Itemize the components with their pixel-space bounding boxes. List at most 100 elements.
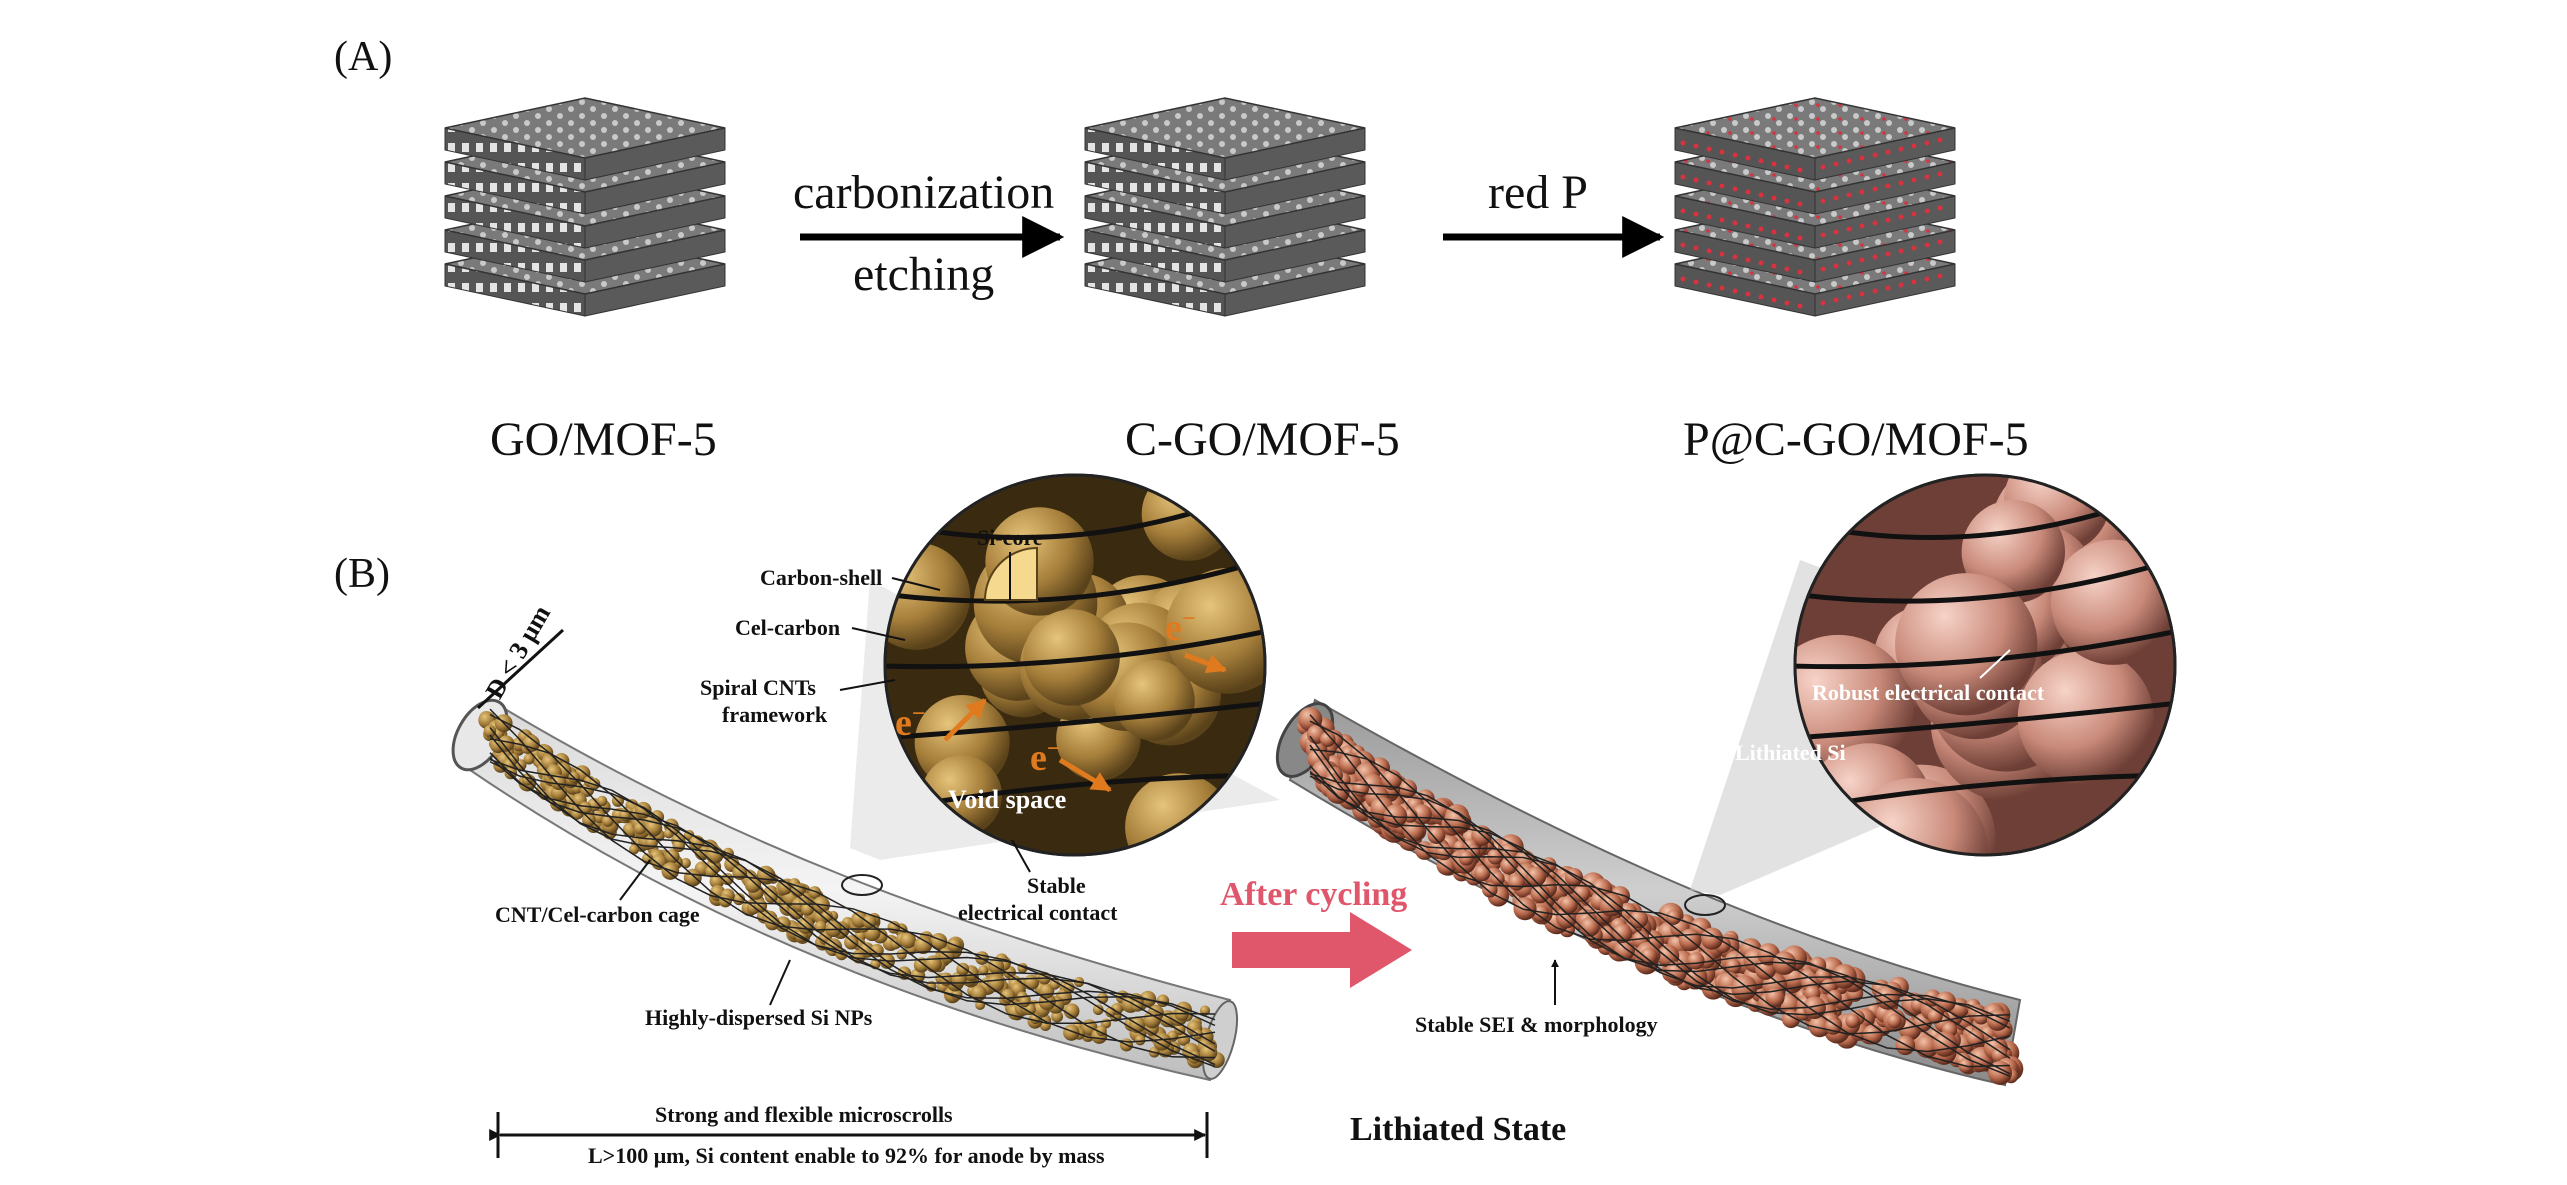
- step1-bottom-label: etching: [853, 248, 994, 301]
- si-particle: [808, 886, 822, 899]
- lithiated-state-label: Lithiated State: [1350, 1111, 1566, 1148]
- si-particle: [1474, 864, 1491, 882]
- si-particle: [970, 985, 987, 1002]
- carbon-shell-leader: [891, 577, 941, 591]
- stack-layer: [1084, 97, 1366, 181]
- si-particle: [896, 949, 907, 960]
- stack-layer: [444, 97, 726, 181]
- zoom-fiber: [885, 697, 1265, 743]
- cnt-fiber: [1309, 775, 2011, 1075]
- electron-label-2: e−: [895, 701, 926, 744]
- si-particle: [1498, 842, 1520, 864]
- robust-contact-leader: [1979, 649, 2011, 679]
- stack2-name: C-GO/MOF-5: [1125, 413, 1400, 466]
- si-particle: [1573, 884, 1591, 903]
- si-particle: [956, 962, 970, 976]
- electron-label-3: e−: [1030, 736, 1061, 779]
- dispersed-label: Highly-dispersed Si NPs: [645, 1005, 873, 1030]
- cage-leader: [619, 859, 651, 901]
- stack1-name: GO/MOF-5: [490, 413, 717, 466]
- si-particle: [1598, 925, 1616, 943]
- si-particle: [1580, 916, 1600, 937]
- si-particle: [986, 974, 1005, 993]
- si-particle: [1019, 996, 1031, 1008]
- si-particle: [744, 876, 762, 893]
- si-particle: [1000, 988, 1016, 1004]
- after-cycling-label: After cycling: [1220, 876, 1407, 913]
- si-particle: [844, 935, 859, 950]
- strong-label: Strong and flexible microscrolls: [655, 1102, 953, 1127]
- si-particle: [629, 844, 640, 855]
- si-particle: [1320, 731, 1336, 747]
- si-particle: [523, 753, 535, 765]
- si-particle: [764, 889, 778, 904]
- si-particle: [596, 795, 608, 807]
- si-particle: [1063, 1024, 1080, 1041]
- si-particle: [1973, 1009, 1989, 1025]
- si-particle: [1665, 961, 1687, 984]
- length-label: L>100 μm, Si content enable to 92% for a…: [588, 1143, 1105, 1168]
- cnt-fiber: [1309, 765, 2011, 1051]
- stable-label-2: electrical contact: [958, 900, 1118, 925]
- cnt-fiber: [1309, 735, 2011, 1022]
- stack3-name: P@C-GO/MOF-5: [1683, 413, 2029, 466]
- go-mof5-stack: [444, 97, 726, 317]
- si-particle: [1700, 927, 1724, 950]
- right-microscroll: [1275, 698, 2024, 1087]
- spiral-cnts-label-2: framework: [722, 702, 828, 727]
- p-c-go-mof5-stack: [1674, 97, 1956, 317]
- carbon-shell-label: Carbon-shell: [760, 565, 882, 590]
- si-particle: [862, 914, 877, 929]
- electron-arrows: [943, 652, 1227, 793]
- si-particle: [1513, 897, 1537, 921]
- cnt-fiber: [489, 757, 1216, 1052]
- cnt-fiber: [1309, 770, 2011, 1059]
- after-cycling-arrow: [1232, 912, 1412, 988]
- si-particle: [588, 777, 601, 790]
- si-particle: [1458, 850, 1474, 866]
- si-particle: [483, 724, 497, 738]
- si-particle: [924, 955, 942, 973]
- si-particle: [1656, 944, 1680, 968]
- electron-label-1: e−: [1165, 606, 1196, 649]
- si-particle: [1612, 923, 1633, 944]
- diameter-label: D < 3 μm: [480, 600, 557, 704]
- zoom-particle: [1895, 573, 2038, 716]
- si-particle: [1049, 979, 1061, 990]
- stack-layer: [1674, 97, 1956, 181]
- spiral-cnts-leader: [839, 679, 896, 691]
- si-core-label: Si-core: [977, 525, 1043, 550]
- c-go-mof5-stack: [1084, 97, 1366, 317]
- si-particle: [498, 735, 515, 752]
- si-particle: [1808, 1015, 1831, 1038]
- diameter-marker: [476, 628, 565, 710]
- si-particle: [914, 936, 933, 955]
- si-particle: [1153, 1032, 1172, 1051]
- si-particle: [1640, 947, 1658, 965]
- zoom-particle: [1023, 609, 1120, 706]
- void-space-label: Void space: [948, 785, 1066, 814]
- si-particle: [1134, 1034, 1146, 1046]
- si-particle: [1687, 952, 1705, 970]
- step1-top-label: carbonization: [793, 166, 1054, 219]
- zoom-fiber: [1795, 547, 2175, 604]
- zoom-particle: [1113, 659, 1195, 741]
- si-particle: [1435, 843, 1453, 861]
- si-particle: [1629, 909, 1649, 929]
- si-particle: [1051, 1010, 1064, 1023]
- lithiated-si-label: Lithiated Si: [1735, 740, 1846, 765]
- si-particle: [1887, 1013, 1902, 1029]
- si-particle: [1845, 1013, 1860, 1029]
- si-particle: [1559, 895, 1578, 914]
- si-particle: [899, 932, 917, 949]
- stable-sei-label: Stable SEI & morphology: [1415, 1012, 1658, 1037]
- si-particle: [582, 813, 596, 827]
- cnt-fiber: [1309, 714, 2011, 1035]
- zoom-particle: [2050, 539, 2175, 665]
- si-particle: [913, 957, 930, 973]
- panel-a-label: (A): [334, 34, 392, 80]
- cnt-fiber: [489, 752, 1216, 1045]
- cnt-fiber: [489, 727, 1216, 1021]
- si-particle: [1411, 804, 1432, 825]
